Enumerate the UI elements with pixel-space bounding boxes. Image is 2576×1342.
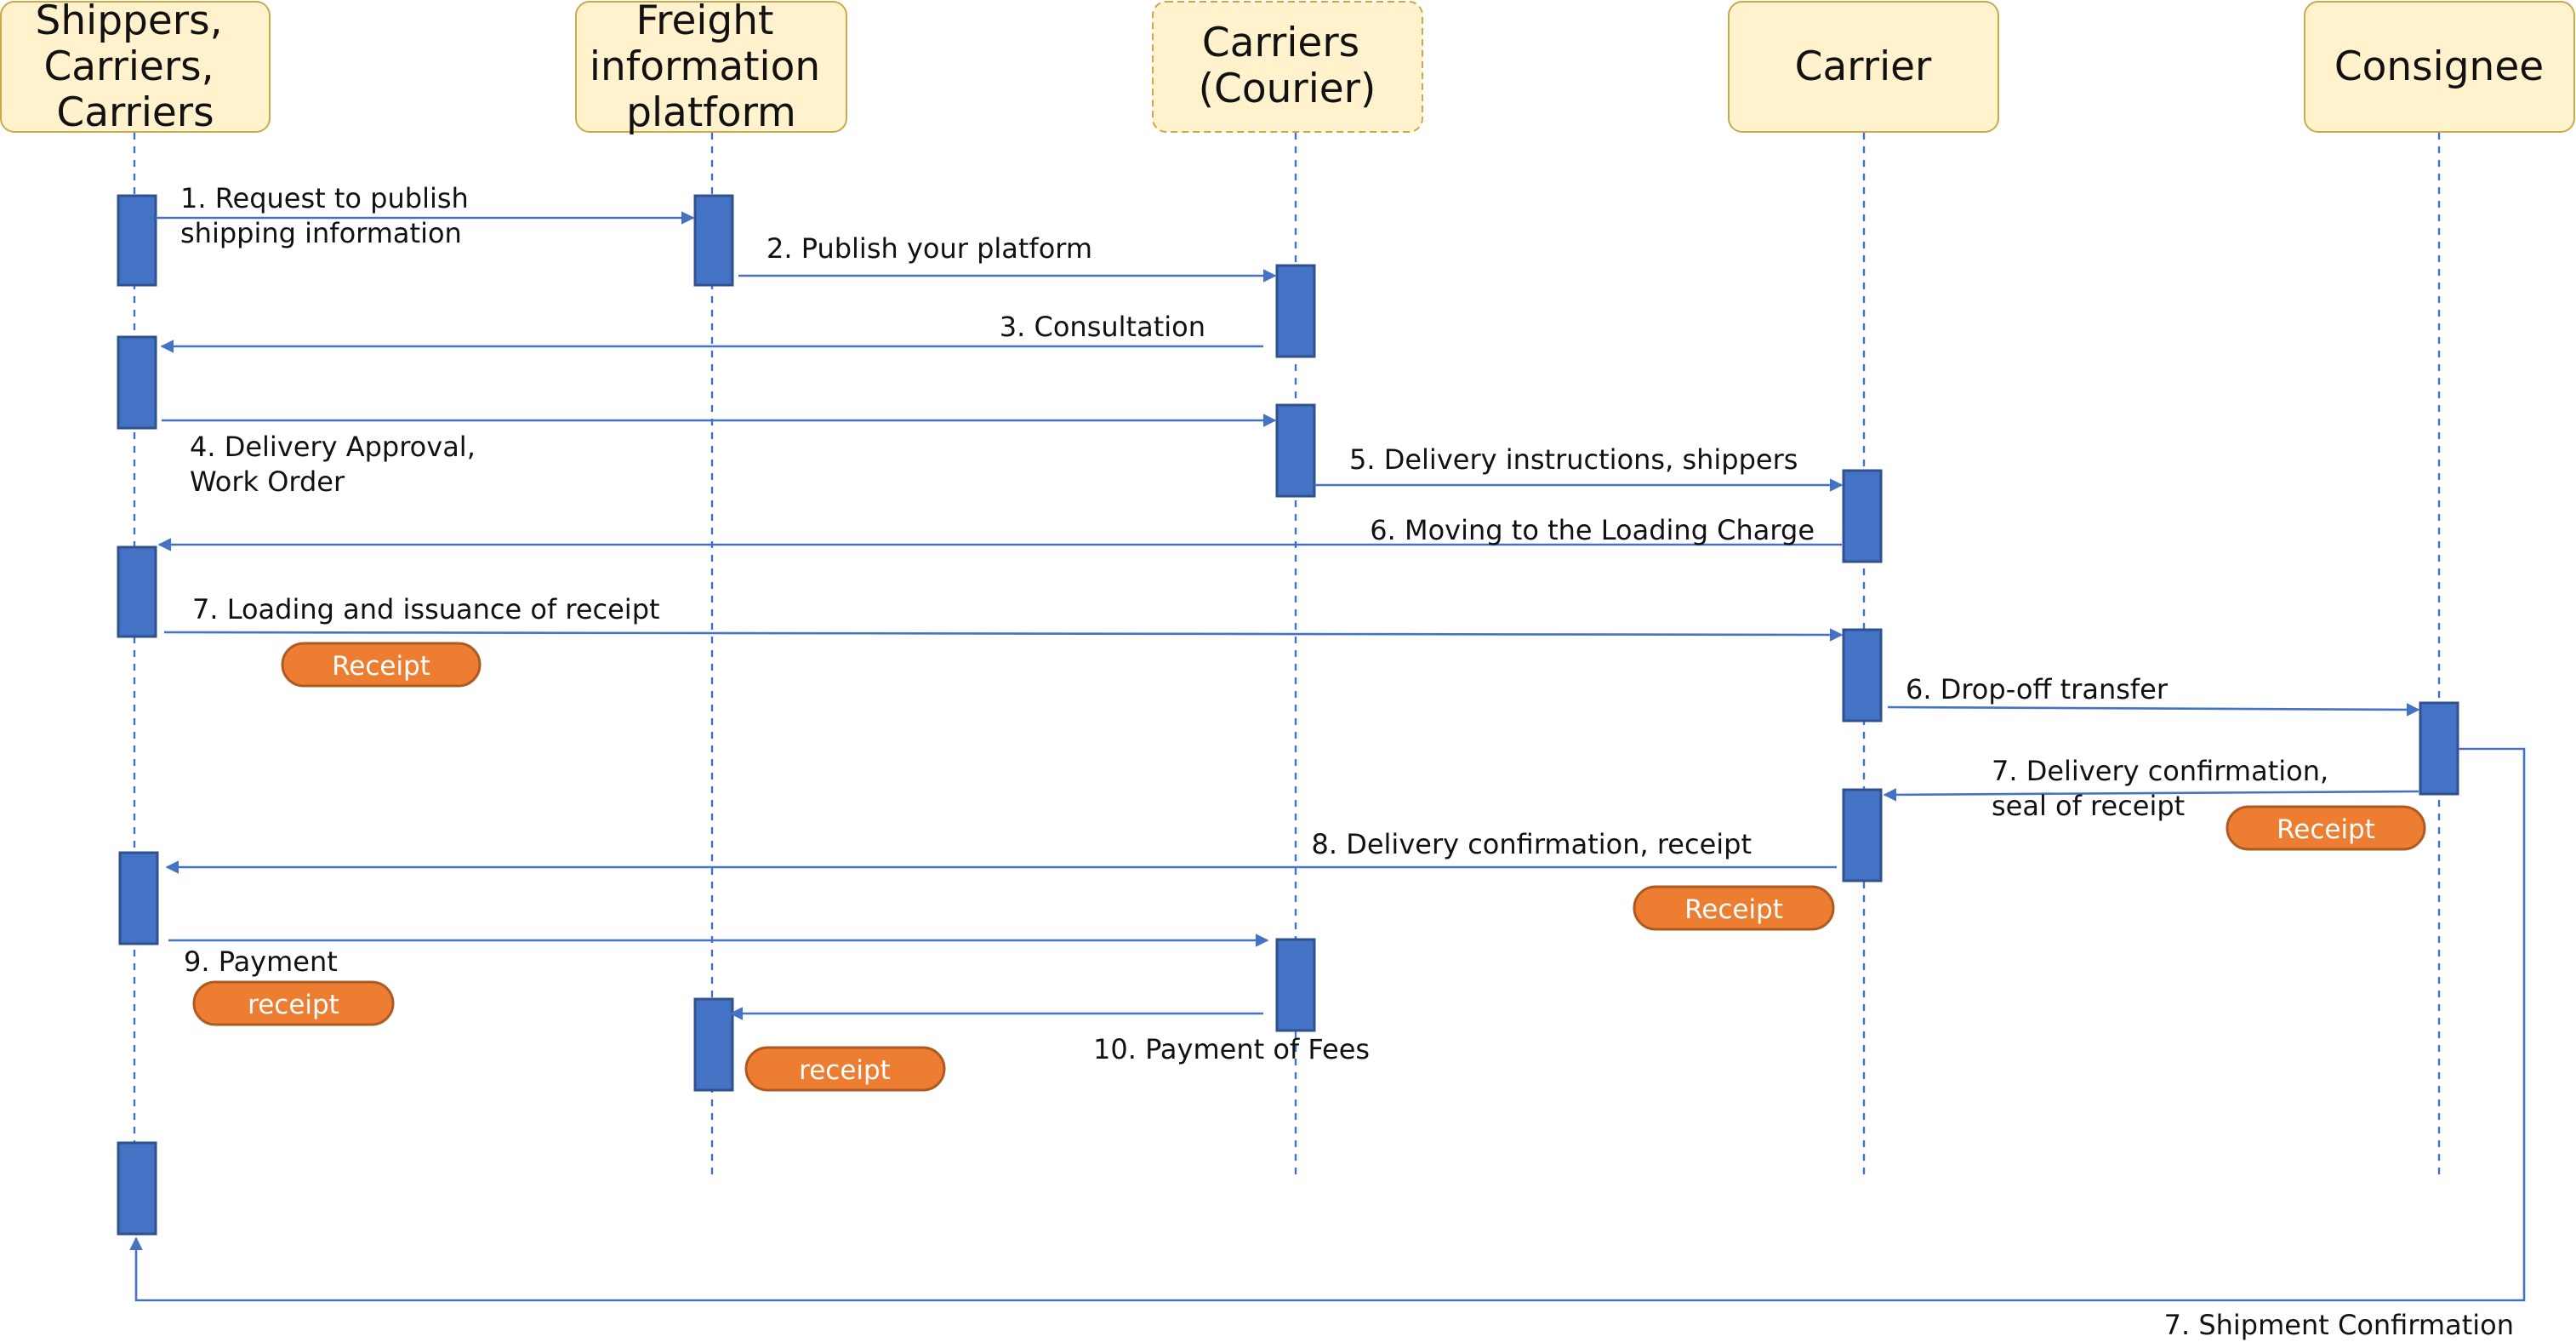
- activation-platform-2: [693, 997, 734, 1092]
- actor-label-line: Freight: [636, 0, 774, 44]
- svg-text:receipt: receipt: [799, 1055, 891, 1086]
- activation-carrier-1: [1842, 469, 1883, 563]
- svg-text:Receipt: Receipt: [2277, 814, 2375, 845]
- svg-text:receipt: receipt: [248, 990, 339, 1020]
- receipt-badge: receipt: [192, 980, 395, 1026]
- actor-platform: Freight information platform: [575, 0, 847, 136]
- message-label-2: 2. Publish your platform: [767, 232, 1092, 265]
- message-arrow-7a: [163, 628, 1844, 642]
- actor-label-line: Carriers,: [43, 43, 214, 90]
- actor-label-line: Carriers: [56, 89, 214, 136]
- activation-courier-2: [1275, 403, 1316, 498]
- message-arrow-7c: [129, 747, 2526, 1302]
- actor-label-line: Shippers,: [36, 0, 223, 44]
- message-label-8: 8. Delivery confirmation, receipt: [1312, 828, 1752, 860]
- activation-platform-1: [693, 194, 734, 287]
- message-label-7c: 7. Shipment Confirmation: [2164, 1309, 2514, 1341]
- svg-text:Freight information: Freight information platform: [590, 0, 833, 136]
- message-label-1: 1. Request to publish shipping informati…: [180, 182, 477, 249]
- activation-carrier-3: [1842, 788, 1883, 882]
- activation-shippers-4: [118, 851, 159, 945]
- svg-text:Receipt: Receipt: [332, 651, 430, 682]
- message-label-5: 5. Delivery instructions, shippers: [1349, 443, 1798, 476]
- message-label-9: 9. Payment: [184, 945, 338, 978]
- actor-shippers: Shippers, Carriers, Carriers: [0, 0, 271, 136]
- activation-shippers-2: [117, 335, 157, 430]
- svg-text:Shippers, Carriers,: Shippers, Carriers, Carriers: [36, 0, 236, 136]
- receipt-badge: Receipt: [1633, 885, 1835, 931]
- activation-courier-3: [1275, 938, 1316, 1032]
- actor-carrier: Carrier: [1728, 1, 1999, 133]
- activation-consignee-1: [2419, 701, 2459, 796]
- message-arrow-7b: [1883, 788, 2419, 802]
- activation-courier-1: [1275, 264, 1316, 358]
- actor-label-line: platform: [626, 89, 796, 136]
- message-label-7b: 7. Delivery confirmation, seal of receip…: [1992, 755, 2337, 822]
- message-label-6a: 6. Moving to the Loading Charge: [1370, 514, 1815, 546]
- activation-carrier-2: [1842, 628, 1883, 722]
- message-arrow-6b: [1887, 703, 2420, 717]
- actor-consignee: Consignee: [2304, 1, 2575, 133]
- activation-shippers-5: [117, 1141, 157, 1236]
- actor-label-line: information: [590, 43, 820, 90]
- actor-label-line: Carriers: [1202, 20, 1359, 66]
- actor-label-line: Carrier: [1795, 43, 1932, 90]
- actor-label-line: (Courier): [1199, 66, 1376, 112]
- message-label-3: 3. Consultation: [1000, 311, 1205, 343]
- svg-text:Carriers (Courier): Carriers (Courier): [1199, 20, 1376, 112]
- message-label-6b: 6. Drop-off transfer: [1906, 673, 2169, 705]
- svg-text:Receipt: Receipt: [1684, 894, 1783, 925]
- message-label-4: 4. Delivery Approval, Work Order: [190, 431, 484, 498]
- receipt-badge: Receipt: [281, 642, 482, 688]
- receipt-badge: receipt: [744, 1046, 946, 1092]
- svg-text:Carrier: Carrier: [1795, 43, 1932, 90]
- receipt-badge: Receipt: [2226, 805, 2426, 851]
- message-label-10: 10. Payment of Fees: [1093, 1033, 1370, 1065]
- actor-courier: Carriers (Courier): [1152, 1, 1423, 133]
- message-label-7a: 7. Loading and issuance of receipt: [192, 593, 660, 625]
- activation-shippers-1: [117, 194, 157, 287]
- actor-label-line: Consignee: [2334, 43, 2544, 90]
- activation-shippers-3: [117, 545, 157, 638]
- svg-text:Consignee: Consignee: [2334, 43, 2544, 90]
